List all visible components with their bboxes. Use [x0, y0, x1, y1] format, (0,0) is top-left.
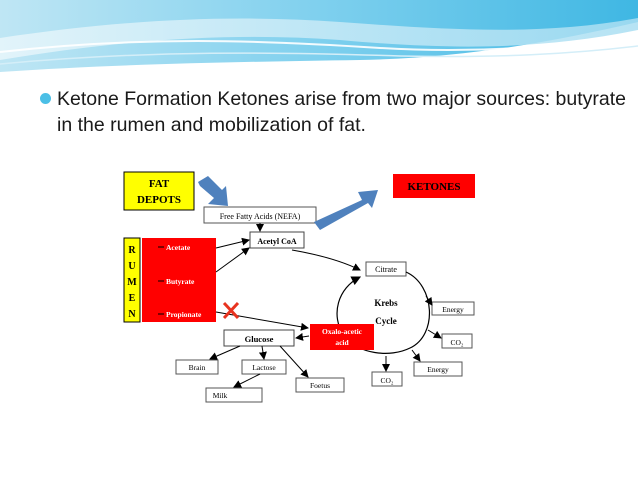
bullet-dot-icon [40, 93, 51, 104]
rumen-letter-e: E [129, 293, 136, 304]
glucose-label: Glucose [245, 334, 274, 344]
co2-right-label: CO₂ [450, 338, 463, 347]
energy-bottom-label: Energy [427, 365, 449, 374]
brain-label: Brain [189, 363, 206, 372]
ketones-label: KETONES [408, 181, 461, 193]
energy-box-bottom: Energy [413, 361, 463, 377]
co2-box-right: CO₂ [441, 333, 473, 349]
propionate-label: Propionate [166, 310, 202, 319]
energy-top-label: Energy [442, 305, 464, 314]
fat-depots-label-2: DEPOTS [137, 194, 181, 206]
milk-label: Milk [213, 391, 228, 400]
acetate-label: Acetate [166, 243, 191, 252]
butyrate-label: Butyrate [166, 277, 195, 286]
lactose-label: Lactose [252, 363, 276, 372]
citrate-label: Citrate [375, 265, 397, 274]
bullet-text: Ketone Formation Ketones arise from two … [57, 88, 627, 136]
foetus-box: Foetus [295, 377, 345, 393]
bullet-item: Ketone Formation Ketones arise from two … [40, 86, 630, 138]
oxaloacetic-label-1: Oxalo-acetic [322, 327, 363, 336]
oxaloacetic-acid-box: Oxalo-acetic acid [310, 324, 374, 350]
rumen-letter-n: N [128, 309, 136, 320]
glucose-box: Glucose [223, 329, 295, 347]
citrate-box: Citrate [365, 261, 407, 277]
to-ketones-block-arrow-icon [314, 190, 378, 230]
header-wave-banner [0, 0, 638, 72]
brain-box: Brain [175, 359, 219, 375]
rumen-column: R U M E N [123, 237, 141, 323]
fat-depots-label-1: FAT [149, 178, 170, 190]
co2-bottom-label: CO₂ [380, 376, 393, 385]
nefa-box: Free Fatty Acids (NEFA) [203, 206, 317, 224]
blocked-x-icon [222, 301, 240, 320]
ketone-formation-diagram: FAT DEPOTS Free Fatty Acids (NEFA) KETON… [114, 162, 496, 408]
oxaloacetic-label-2: acid [335, 338, 349, 347]
krebs-label-2: Cycle [375, 316, 397, 326]
lactose-box: Lactose [241, 359, 287, 375]
energy-box-top: Energy [431, 301, 475, 316]
milk-box: Milk [205, 387, 263, 403]
rumen-letter-r: R [128, 245, 136, 256]
ketones-box: KETONES [393, 174, 475, 198]
co2-box-bottom: CO₂ [371, 371, 403, 387]
rumen-letter-m: M [127, 277, 137, 288]
krebs-label-1: Krebs [374, 298, 398, 308]
foetus-label: Foetus [310, 381, 330, 390]
acetyl-coa-label: Acetyl CoA [257, 237, 297, 246]
nefa-label: Free Fatty Acids (NEFA) [220, 212, 301, 221]
fat-depots-box: FAT DEPOTS [123, 171, 195, 211]
rumen-letter-u: U [128, 261, 135, 272]
fat-to-nefa-block-arrow-icon [198, 176, 228, 206]
acetyl-coa-box: Acetyl CoA [249, 231, 305, 249]
rumen-vfa-box: Acetate Butyrate Propionate [142, 238, 216, 322]
